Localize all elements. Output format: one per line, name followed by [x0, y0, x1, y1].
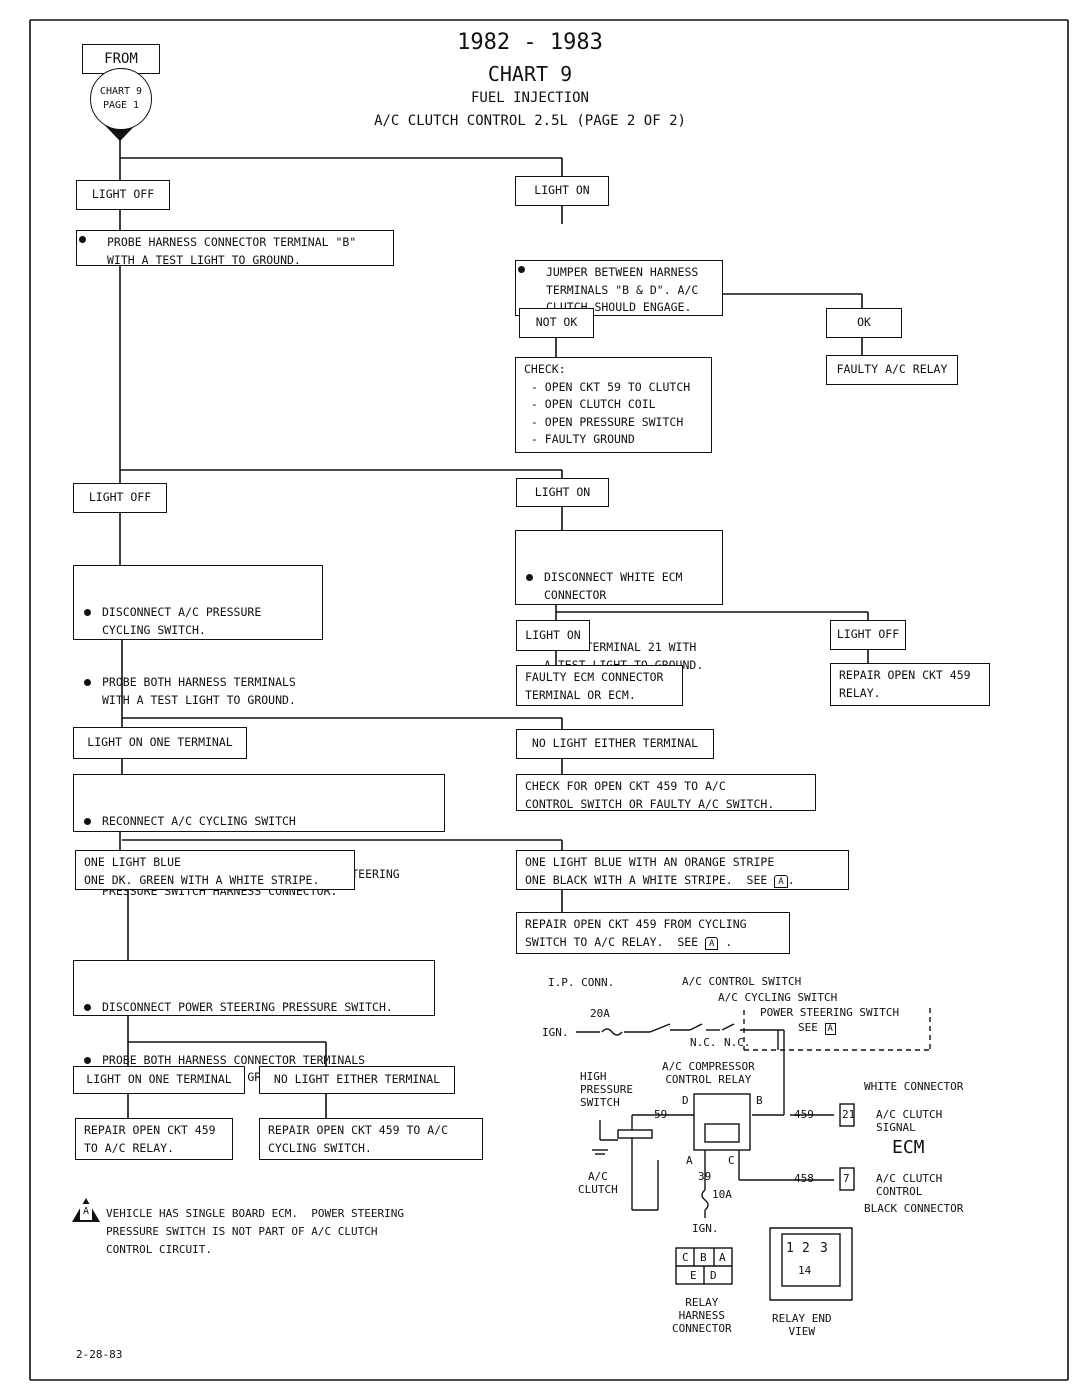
relay-pin-2: 2 [802, 1241, 810, 1256]
harness-pin-b: B [700, 1251, 707, 1264]
relay-end-view-label: RELAY END VIEW [772, 1312, 832, 1338]
black-connector-label: BLACK CONNECTOR [864, 1202, 964, 1215]
step-disconnect-white-ecm: DISCONNECT WHITE ECM CONNECTOR PROBE TER… [515, 530, 723, 672]
ckt-59-label: 59 [654, 1108, 668, 1121]
ckt-39-label: 39 [698, 1170, 712, 1183]
no-light-either-terminal-1: NO LIGHT EITHER TERMINAL [516, 729, 714, 759]
step-probe-terminal-b: PROBE HARNESS CONNECTOR TERMINAL "B" WIT… [76, 230, 394, 267]
note-text: VEHICLE HAS SINGLE BOARD ECM. POWER STEE… [106, 1207, 405, 1256]
repair-open-ckt-459-cycling-2: REPAIR OPEN CKT 459 TO A/C CYCLING SWITC… [259, 1118, 483, 1160]
harness-pin-c: C [682, 1251, 689, 1264]
relay-title: A/C COMPRESSOR CONTROL RELAY [662, 1060, 755, 1086]
ckt-459-label: 459 [794, 1108, 814, 1121]
pin-7: 7 [843, 1172, 850, 1185]
light-off-1: LIGHT OFF [76, 180, 170, 210]
terminal-b: B [756, 1094, 763, 1107]
harness-pin-a: A [719, 1251, 726, 1264]
light-on-2: LIGHT ON [516, 478, 609, 507]
chart-title: A/C CLUTCH CONTROL 2.5L (PAGE 2 OF 2) [374, 113, 686, 129]
ign-top-label: IGN. [542, 1026, 569, 1039]
faulty-ac-relay: FAULTY A/C RELAY [826, 355, 958, 385]
fuse-10a-label: 10A [712, 1188, 732, 1201]
light-off-3: LIGHT OFF [830, 620, 906, 650]
ign-bottom-label: IGN. [692, 1222, 719, 1235]
step-disconnect-cycling-switch: DISCONNECT A/C PRESSURE CYCLING SWITCH. … [73, 565, 323, 707]
relay-pin-3: 3 [820, 1241, 828, 1256]
light-off-2: LIGHT OFF [73, 483, 167, 513]
harness-pin-d: D [710, 1269, 717, 1282]
chart-number: CHART 9 [487, 62, 573, 86]
note-a-icon: A [705, 936, 719, 950]
chart-years: 1982 - 1983 [457, 30, 603, 55]
high-pressure-switch-label: HIGH PRESSURE SWITCH [580, 1070, 633, 1109]
repair-open-ckt-459-relay: REPAIR OPEN CKT 459 RELAY. [830, 663, 990, 706]
faulty-ecm-connector: FAULTY ECM CONNECTOR TERMINAL OR ECM. [516, 665, 683, 706]
note-a-icon: A [824, 1023, 836, 1035]
repair-open-ckt-459-cycling: REPAIR OPEN CKT 459 FROM CYCLING SWITCH … [516, 912, 790, 954]
ps-see-label: SEE A [798, 1021, 836, 1036]
ecm-label: ECM [892, 1137, 925, 1158]
fuse-20a-label: 20A [590, 1007, 610, 1020]
white-connector-label: WHITE CONNECTOR [864, 1080, 964, 1093]
ip-conn-label: I.P. CONN. [548, 976, 615, 989]
light-on-1: LIGHT ON [515, 176, 609, 206]
relay-pin-1: 1 [786, 1241, 794, 1256]
terminal-a: A [686, 1154, 693, 1167]
step-jumper-terminals: JUMPER BETWEEN HARNESS TERMINALS "B & D"… [515, 260, 723, 316]
wire-colors-standard: ONE LIGHT BLUE ONE DK. GREEN WITH A WHIT… [75, 850, 355, 890]
no-light-either-terminal-2: NO LIGHT EITHER TERMINAL [259, 1066, 455, 1094]
repair-open-ckt-459-relay-2: REPAIR OPEN CKT 459 TO A/C RELAY. [75, 1118, 233, 1160]
from-reference: CHART 9 PAGE 1 [90, 68, 152, 130]
note-symbol-letter: A [80, 1204, 92, 1220]
clutch-signal-label: A/C CLUTCH SIGNAL [876, 1108, 943, 1134]
ckt-458-label: 458 [794, 1172, 814, 1185]
system-name: FUEL INJECTION [470, 90, 589, 106]
ac-clutch-label: A/C CLUTCH [578, 1170, 618, 1196]
wire-colors-alternate: ONE LIGHT BLUE WITH AN ORANGE STRIPE ONE… [516, 850, 849, 890]
light-on-one-terminal-2: LIGHT ON ONE TERMINAL [73, 1066, 245, 1094]
pin-21: 21 [842, 1108, 856, 1121]
step-disconnect-ps-switch: DISCONNECT POWER STEERING PRESSURE SWITC… [73, 960, 435, 1084]
not-ok-label: NOT OK [519, 308, 594, 338]
relay-harness-label: RELAY HARNESS CONNECTOR [672, 1296, 732, 1335]
harness-pin-e: E [690, 1269, 697, 1282]
ac-cycling-switch-label: A/C CYCLING SWITCH [718, 991, 838, 1004]
check-list: CHECK: - OPEN CKT 59 TO CLUTCH - OPEN CL… [515, 357, 712, 453]
clutch-control-label: A/C CLUTCH CONTROL [876, 1172, 943, 1198]
document-date: 2-28-83 [76, 1348, 123, 1361]
check-open-ckt-459: CHECK FOR OPEN CKT 459 TO A/C CONTROL SW… [516, 774, 816, 811]
light-on-3: LIGHT ON [516, 620, 590, 651]
nc-label-2: N.C. [724, 1036, 751, 1049]
relay-pin-14: 14 [798, 1264, 812, 1277]
light-on-one-terminal-1: LIGHT ON ONE TERMINAL [73, 727, 247, 759]
terminal-d: D [682, 1094, 689, 1107]
ac-control-switch-label: A/C CONTROL SWITCH [682, 975, 802, 988]
ps-switch-label: POWER STEERING SWITCH [760, 1006, 900, 1019]
ok-label: OK [826, 308, 902, 338]
terminal-c: C [728, 1154, 735, 1167]
note-a-icon: A [774, 874, 788, 888]
nc-label-1: N.C. [690, 1036, 717, 1049]
